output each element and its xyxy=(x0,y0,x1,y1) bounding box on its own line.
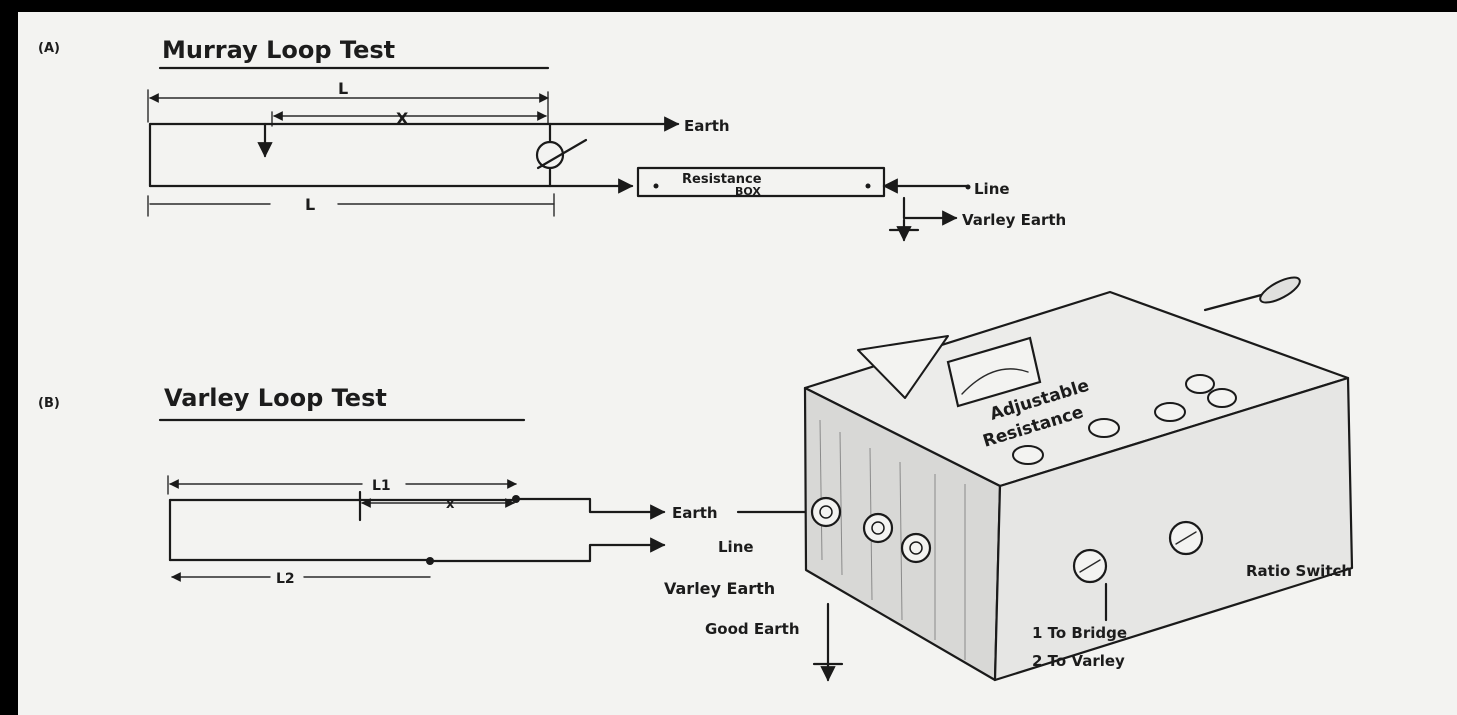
dim-L-bottom-label: L xyxy=(305,195,315,214)
dial-knob-1 xyxy=(1012,445,1044,465)
dim-X-label: X xyxy=(396,109,409,128)
varley-earth-label-b: Varley Earth xyxy=(664,579,775,598)
section-a-title: Murray Loop Test xyxy=(162,36,395,64)
device-handle-knob xyxy=(1259,276,1301,304)
line-label-a: Line xyxy=(974,180,1010,198)
varley-earth-label-a: Varley Earth xyxy=(962,211,1066,229)
resistance-box-terminal-right xyxy=(865,183,871,189)
switch-position-2-label: 2 To Varley xyxy=(1032,652,1125,670)
dial-knob-2 xyxy=(1088,418,1120,438)
dim-L1-label: L1 xyxy=(372,478,391,494)
meter-needle-arc xyxy=(961,368,1029,395)
ratio-switch-label: Ratio Switch xyxy=(1246,562,1352,580)
dim-L2-label: L2 xyxy=(276,571,295,587)
dial-knob-5 xyxy=(1207,388,1237,408)
dial-knob-3 xyxy=(1154,402,1186,422)
resistance-box-terminal-left xyxy=(653,183,659,189)
test-set-device: Adjustable Resistance xyxy=(803,276,1354,682)
line-label-b: Line xyxy=(718,538,754,556)
section-b-marker: (B) xyxy=(38,396,60,411)
earth-wire-b xyxy=(514,497,666,520)
device-lid-flap xyxy=(857,335,949,399)
line-terminal-a xyxy=(965,184,971,190)
dial-knob-4 xyxy=(1185,374,1215,394)
good-earth-label-b: Good Earth xyxy=(705,620,800,638)
terminal-earth xyxy=(810,496,842,528)
earth-label-a: Earth xyxy=(684,117,730,135)
resistance-box-label-2: BOX xyxy=(735,185,761,198)
dim-L-top-label: L xyxy=(338,79,348,98)
section-b-title: Varley Loop Test xyxy=(164,384,387,412)
galvanometer-needle xyxy=(536,138,588,170)
resistance-box-label-1: Resistance xyxy=(682,172,762,187)
dim-x-label: x xyxy=(446,497,455,512)
section-a-marker: (A) xyxy=(38,41,60,56)
resistance-dial-knobs xyxy=(1012,374,1237,465)
device-handle-stem xyxy=(1203,292,1267,312)
switch-position-1-label: 1 To Bridge xyxy=(1032,624,1127,642)
line-wire-b xyxy=(428,537,666,563)
earth-label-b: Earth xyxy=(672,504,718,522)
terminal-varley-earth xyxy=(900,532,932,564)
terminal-line xyxy=(862,512,894,544)
